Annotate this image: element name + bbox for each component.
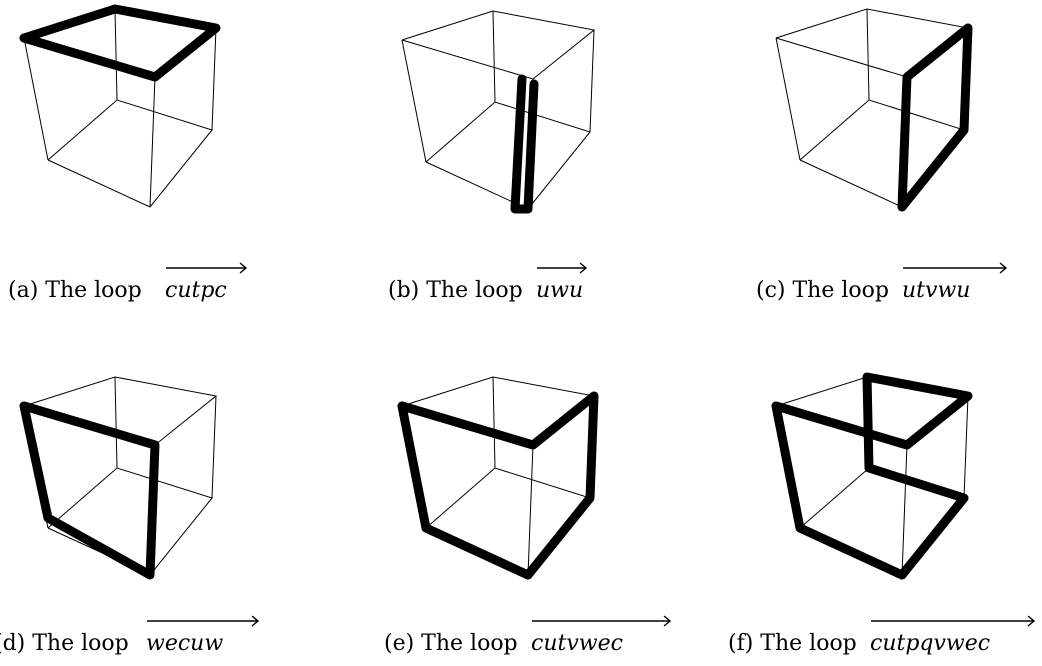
- cube-panel-e: [397, 376, 599, 580]
- cube-panel-b: [401, 10, 596, 214]
- loop-path-utvwu: [897, 23, 973, 212]
- arrow-over-icon: [166, 262, 248, 274]
- loop-path-cutpqvwec: [771, 372, 973, 580]
- loop-path-wecuw: [19, 401, 160, 580]
- caption-loop-word: uwu: [536, 278, 583, 303]
- caption-b: (b) The loop uwu: [388, 262, 588, 303]
- caption-prefix: (f) The loop: [728, 631, 864, 656]
- cube-wireframe: [775, 8, 970, 208]
- caption-loop-word: cutpc: [165, 278, 227, 303]
- cube-wireframe: [23, 8, 218, 208]
- cube-wireframe: [401, 10, 596, 210]
- arrow-over-icon: [537, 262, 588, 274]
- caption-loop-word: wecuw: [146, 631, 223, 656]
- caption-a: (a) The loop cutpc: [8, 262, 248, 303]
- arrow-over-icon: [147, 615, 260, 627]
- caption-c: (c) The loop utvwu: [756, 262, 1008, 303]
- loop-path-cutvwec: [397, 391, 599, 580]
- caption-loop-word: cutpqvwec: [870, 631, 990, 656]
- cube-panel-f: [771, 372, 973, 580]
- caption-prefix: (e) The loop: [384, 631, 525, 656]
- cube-panel-c: [775, 8, 973, 212]
- caption-loop-word: utvwu: [902, 278, 970, 303]
- caption-d: (d) The loop wecuw: [0, 615, 260, 656]
- caption-prefix: (a) The loop: [8, 278, 149, 303]
- loop-path-uwu: [510, 74, 539, 214]
- cube-panel-a: [19, 4, 221, 208]
- arrow-over-icon: [871, 615, 1036, 627]
- loop-path-cutpc: [19, 4, 221, 82]
- arrow-over-icon: [532, 615, 672, 627]
- caption-e: (e) The loop cutvwec: [384, 615, 672, 656]
- caption-prefix: (d) The loop: [0, 631, 136, 656]
- caption-prefix: (c) The loop: [756, 278, 896, 303]
- caption-prefix: (b) The loop: [388, 278, 530, 303]
- cube-wireframe: [401, 376, 596, 576]
- caption-loop-word: cutvwec: [531, 631, 623, 656]
- cube-panel-d: [19, 376, 218, 580]
- cube-wireframe: [23, 376, 218, 576]
- caption-f: (f) The loop cutpqvwec: [728, 615, 1036, 656]
- arrow-over-icon: [903, 262, 1008, 274]
